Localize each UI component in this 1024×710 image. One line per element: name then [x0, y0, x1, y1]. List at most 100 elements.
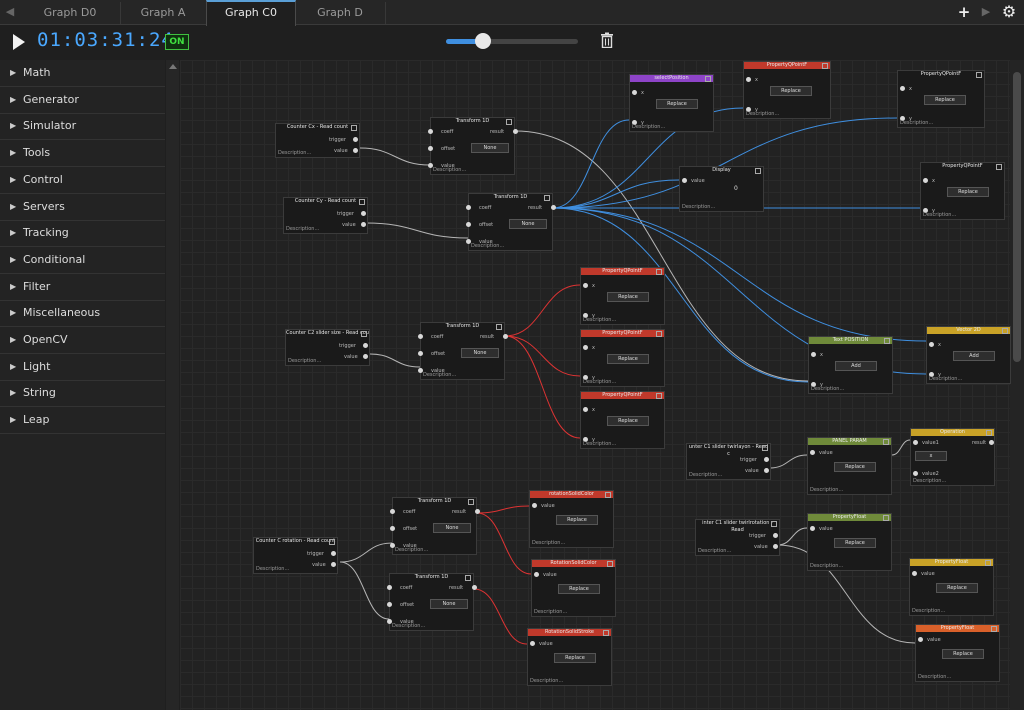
sidebar-item-tracking[interactable]: ▶Tracking — [0, 220, 165, 248]
node-close-icon[interactable] — [506, 119, 512, 125]
port-dot[interactable] — [764, 468, 769, 473]
sidebar-item-simulator[interactable]: ▶Simulator — [0, 113, 165, 141]
node-close-icon[interactable] — [603, 630, 609, 636]
node-close-icon[interactable] — [656, 393, 662, 399]
node-close-icon[interactable] — [884, 338, 890, 344]
port-dot[interactable] — [746, 107, 751, 112]
node-close-icon[interactable] — [465, 575, 471, 581]
play-icon[interactable] — [13, 34, 25, 50]
node-close-icon[interactable] — [496, 324, 502, 330]
port-dot[interactable] — [466, 222, 471, 227]
port-dot[interactable] — [989, 440, 994, 445]
port-dot[interactable] — [583, 313, 588, 318]
select-dropdown[interactable]: Replace — [947, 187, 989, 197]
port-dot[interactable] — [551, 205, 556, 210]
sidebar-item-conditional[interactable]: ▶Conditional — [0, 247, 165, 274]
node-close-icon[interactable] — [771, 521, 777, 527]
select-dropdown[interactable]: Replace — [607, 292, 649, 302]
node-close-icon[interactable] — [705, 76, 711, 82]
select-dropdown[interactable]: Replace — [942, 649, 984, 659]
port-dot[interactable] — [811, 352, 816, 357]
port-dot[interactable] — [390, 509, 395, 514]
select-dropdown[interactable]: None — [471, 143, 509, 153]
port-dot[interactable] — [583, 345, 588, 350]
node-close-icon[interactable] — [883, 515, 889, 521]
tab-graph-a[interactable]: Graph A — [120, 2, 207, 24]
node-close-icon[interactable] — [607, 561, 613, 567]
port-dot[interactable] — [353, 148, 358, 153]
port-dot[interactable] — [913, 471, 918, 476]
port-dot[interactable] — [929, 342, 934, 347]
port-dot[interactable] — [387, 602, 392, 607]
select-dropdown[interactable]: Replace — [607, 354, 649, 364]
tab-graph-c0[interactable]: Graph C0 — [206, 0, 296, 26]
port-dot[interactable] — [583, 407, 588, 412]
node-close-icon[interactable] — [991, 626, 997, 632]
port-dot[interactable] — [912, 571, 917, 576]
port-dot[interactable] — [428, 163, 433, 168]
port-dot[interactable] — [363, 343, 368, 348]
select-dropdown[interactable]: Replace — [770, 86, 812, 96]
port-dot[interactable] — [810, 450, 815, 455]
port-dot[interactable] — [532, 503, 537, 508]
tab-graph-d0[interactable]: Graph D0 — [20, 2, 121, 24]
select-dropdown[interactable]: None — [433, 523, 471, 533]
node-close-icon[interactable] — [361, 331, 367, 337]
port-dot[interactable] — [363, 354, 368, 359]
sidebar-item-string[interactable]: ▶String — [0, 380, 165, 408]
trash-icon[interactable] — [600, 32, 614, 48]
port-dot[interactable] — [583, 283, 588, 288]
port-dot[interactable] — [503, 334, 508, 339]
select-dropdown[interactable]: x — [915, 451, 947, 461]
scroll-up-icon[interactable] — [169, 64, 177, 69]
node-close-icon[interactable] — [762, 445, 768, 451]
port-dot[interactable] — [682, 178, 687, 183]
sidebar-item-tools[interactable]: ▶Tools — [0, 140, 165, 168]
port-dot[interactable] — [387, 619, 392, 624]
node-close-icon[interactable] — [822, 63, 828, 69]
port-dot[interactable] — [811, 382, 816, 387]
port-dot[interactable] — [418, 334, 423, 339]
port-dot[interactable] — [900, 116, 905, 121]
port-dot[interactable] — [361, 222, 366, 227]
select-dropdown[interactable]: None — [509, 219, 547, 229]
sidebar-item-miscellaneous[interactable]: ▶Miscellaneous — [0, 300, 165, 328]
node-close-icon[interactable] — [605, 492, 611, 498]
node-close-icon[interactable] — [986, 430, 992, 436]
settings-gear-icon[interactable]: ⚙ — [1001, 2, 1017, 21]
tab-scroll-right-icon[interactable]: ▶ — [981, 5, 991, 18]
sidebar-item-servers[interactable]: ▶Servers — [0, 194, 165, 221]
port-dot[interactable] — [466, 205, 471, 210]
port-dot[interactable] — [534, 572, 539, 577]
port-dot[interactable] — [900, 86, 905, 91]
select-dropdown[interactable]: Replace — [834, 462, 876, 472]
port-dot[interactable] — [764, 457, 769, 462]
port-dot[interactable] — [918, 637, 923, 642]
port-dot[interactable] — [583, 375, 588, 380]
select-dropdown[interactable]: Replace — [924, 95, 966, 105]
port-dot[interactable] — [773, 533, 778, 538]
select-dropdown[interactable]: Add — [953, 351, 995, 361]
port-dot[interactable] — [475, 509, 480, 514]
node-close-icon[interactable] — [755, 168, 761, 174]
port-dot[interactable] — [513, 129, 518, 134]
port-dot[interactable] — [418, 351, 423, 356]
port-dot[interactable] — [390, 526, 395, 531]
